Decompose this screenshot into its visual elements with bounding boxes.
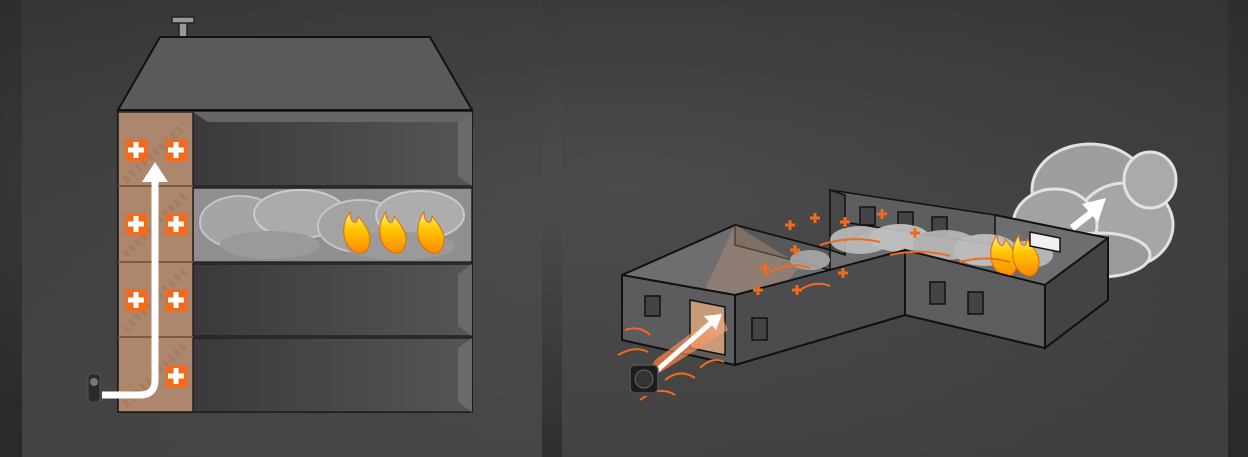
positive-pressure-plus-icon xyxy=(165,213,187,235)
left-panel-building xyxy=(22,0,542,457)
positive-pressure-plus-icon xyxy=(165,139,187,161)
positive-pressure-plus-icon xyxy=(165,289,187,311)
window xyxy=(968,292,983,314)
positive-pressure-plus-icon xyxy=(125,213,147,235)
right-panel-floorplan xyxy=(562,0,1228,457)
floor-1 xyxy=(193,338,472,412)
blower-fan-icon xyxy=(626,365,662,396)
chimney-cap xyxy=(172,17,194,23)
window xyxy=(645,296,660,316)
positive-pressure-plus-icon xyxy=(125,139,147,161)
floor-4 xyxy=(193,112,472,186)
positive-pressure-plus-icon xyxy=(165,365,187,387)
floor-2 xyxy=(193,264,472,336)
window xyxy=(752,318,767,340)
window xyxy=(860,207,875,225)
positive-pressure-plus-icon xyxy=(125,289,147,311)
roof xyxy=(118,37,472,110)
window xyxy=(930,282,945,304)
